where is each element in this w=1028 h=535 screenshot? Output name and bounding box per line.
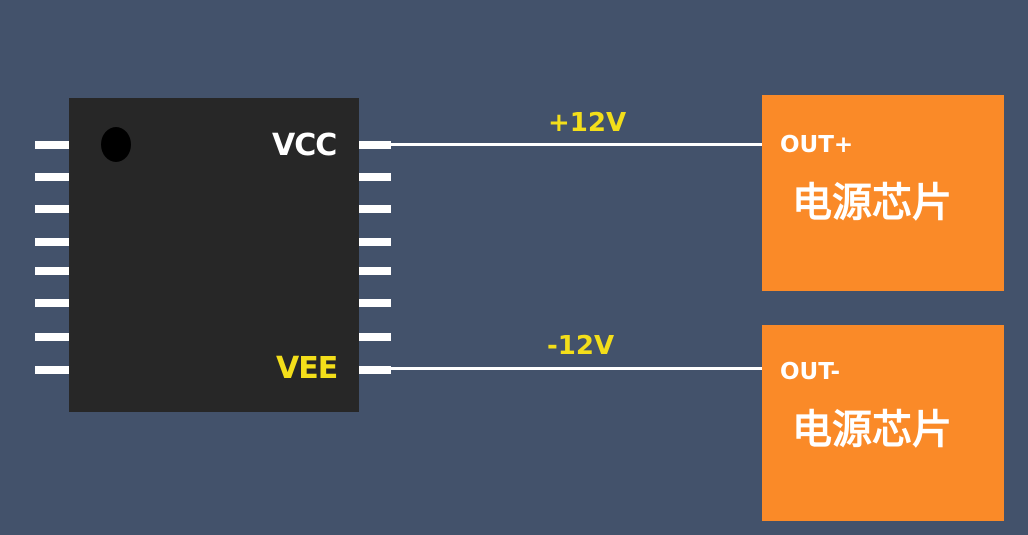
- power-chip-box-positive: OUT+ 电源芯片: [762, 95, 1004, 291]
- ic-pin-right-3: [359, 205, 391, 213]
- ic-pin-left-7: [35, 333, 69, 341]
- out-minus-label: OUT-: [780, 359, 841, 385]
- ic-pin-right-2: [359, 173, 391, 181]
- ic-pin-right-4: [359, 238, 391, 246]
- pin1-marker-dot: [101, 127, 131, 162]
- ic-pin-left-1: [35, 141, 69, 149]
- ic-pin-right-6: [359, 299, 391, 307]
- ic-pin-left-6: [35, 299, 69, 307]
- voltage-label-positive: +12V: [548, 108, 627, 138]
- power-chip-name: 电源芯片: [792, 407, 952, 453]
- ic-pin-left-3: [35, 205, 69, 213]
- wire-vee-to-out-minus: [391, 367, 762, 370]
- out-plus-label: OUT+: [780, 132, 854, 158]
- ic-pin-right-5: [359, 267, 391, 275]
- power-chip-box-negative: OUT- 电源芯片: [762, 325, 1004, 521]
- vee-pin-label: VEE: [276, 351, 338, 386]
- ic-pin-right-7: [359, 333, 391, 341]
- power-chip-name: 电源芯片: [792, 180, 952, 226]
- vcc-pin-label: VCC: [272, 128, 337, 163]
- wire-vcc-to-out-plus: [391, 143, 762, 146]
- voltage-label-negative: -12V: [547, 331, 615, 361]
- ic-pin-left-4: [35, 238, 69, 246]
- ic-pin-left-8: [35, 366, 69, 374]
- ic-pin-left-5: [35, 267, 69, 275]
- ic-pin-right-1: [359, 141, 391, 149]
- ic-pin-left-2: [35, 173, 69, 181]
- ic-pin-right-8: [359, 366, 391, 374]
